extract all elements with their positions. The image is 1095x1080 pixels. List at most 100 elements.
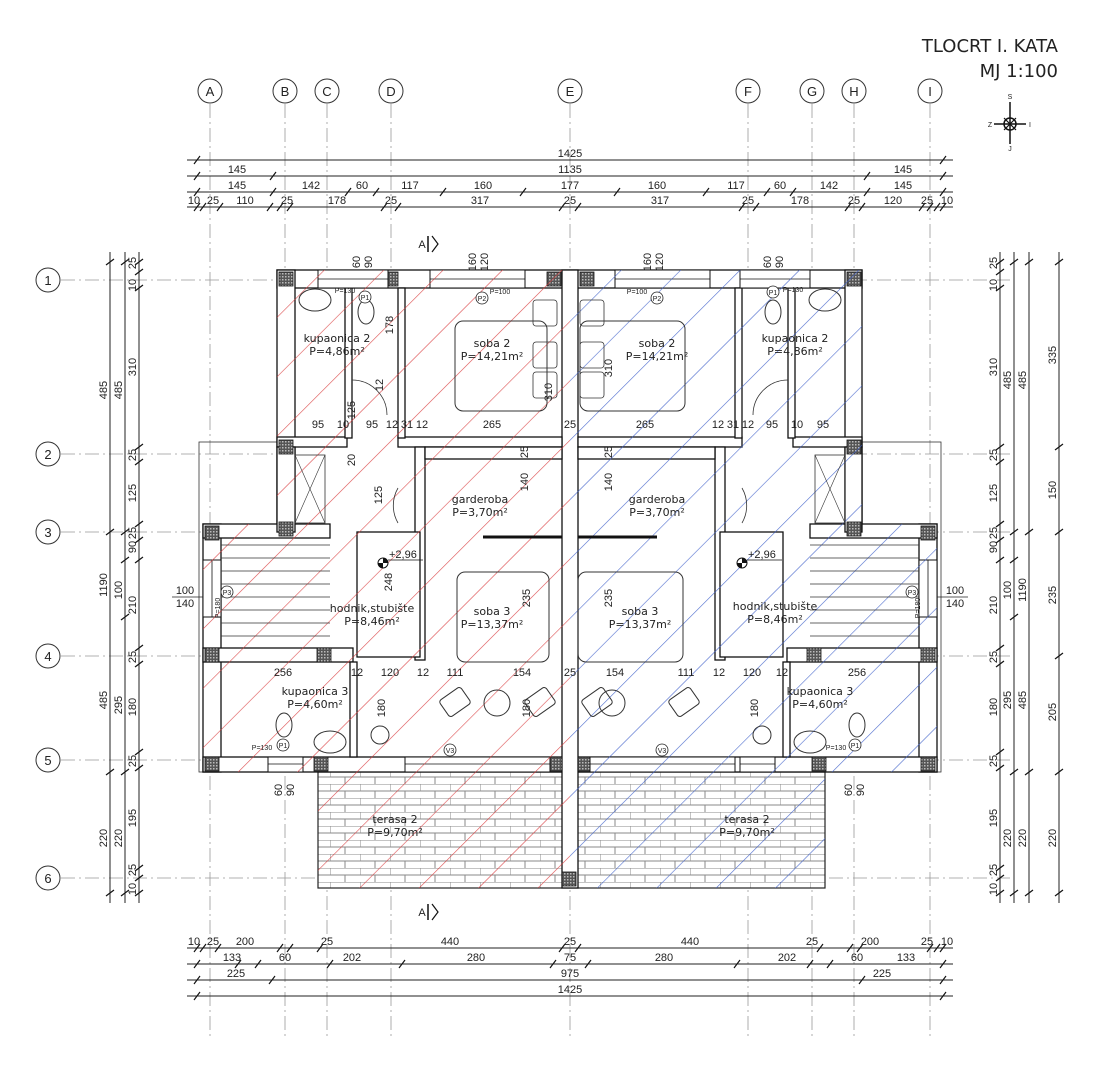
shaft-cross xyxy=(814,454,846,524)
inner-dimension-label: 25 xyxy=(564,667,576,679)
dimension-tick xyxy=(344,187,352,197)
room-area: P=4,86m² xyxy=(309,345,364,358)
dimension-tick xyxy=(269,187,277,197)
dimension-tick xyxy=(134,536,144,544)
dimension-label: 142 xyxy=(302,180,320,192)
dimension-label: 142 xyxy=(820,180,838,192)
inner-dimension-label: 31 xyxy=(727,419,739,431)
door-swing xyxy=(392,487,399,524)
dimension-tick xyxy=(193,959,201,969)
room-area: P=14,21m² xyxy=(461,350,523,363)
opening-tag: P3 xyxy=(223,590,232,597)
dimension-tick xyxy=(134,660,144,668)
inner-dimension-label: 12 xyxy=(351,667,363,679)
dimension-tick xyxy=(134,644,144,652)
dimension-label: 1135 xyxy=(558,164,582,176)
dimension-tick xyxy=(199,202,207,212)
door-swing xyxy=(741,487,748,524)
grid-bubble xyxy=(35,267,61,293)
opening-tag: P1 xyxy=(851,743,860,750)
dimension-tick xyxy=(276,202,284,212)
section-marker-label: A xyxy=(418,239,426,251)
inner-dimension-label: 25 xyxy=(603,446,615,458)
washbasin xyxy=(298,288,332,312)
dimension-tick xyxy=(846,943,854,953)
dimension-tick xyxy=(995,864,1005,872)
dimension-label: 485 xyxy=(113,381,125,399)
dimension-tick xyxy=(939,959,947,969)
dimension-tick xyxy=(1054,258,1064,266)
grid-bubble xyxy=(557,78,583,104)
dimension-tick xyxy=(134,284,144,292)
dimension-tick xyxy=(105,889,115,897)
dimension-label: 1190 xyxy=(98,573,110,597)
inner-dimension-label: 256 xyxy=(848,667,866,679)
plant xyxy=(370,725,390,745)
dimension-tick xyxy=(120,889,130,897)
dimension-label: 25 xyxy=(127,449,139,461)
grid-label-row: 3 xyxy=(44,525,51,540)
dimension-label: 25 xyxy=(127,864,139,876)
dimension-label: 25 xyxy=(988,755,1000,767)
window-size-label: 160 xyxy=(642,253,654,271)
dimension-tick xyxy=(549,959,557,969)
window-size-label: 90 xyxy=(855,784,867,796)
dimension-label: 133 xyxy=(897,952,915,964)
bed xyxy=(454,320,548,412)
inner-dimension-label: 12 xyxy=(386,419,398,431)
dimension-label: 485 xyxy=(98,381,110,399)
grid-label-row: 4 xyxy=(44,649,51,664)
dimension-tick xyxy=(995,644,1005,652)
dimension-tick xyxy=(789,187,797,197)
dimension-label: 235 xyxy=(1047,586,1059,604)
inner-dimension-label: 111 xyxy=(678,667,695,679)
dimension-label: 975 xyxy=(561,968,579,980)
dimension-tick xyxy=(134,520,144,528)
compass-east-label: I xyxy=(1029,122,1031,129)
dimension-label: 225 xyxy=(227,968,245,980)
room-name: terasa 2 xyxy=(724,813,769,826)
dimension-label: 1190 xyxy=(1017,578,1029,602)
inner-dimension-label: 10 xyxy=(791,419,803,431)
dimension-tick xyxy=(738,202,746,212)
nightstand xyxy=(532,341,558,369)
opening-tag: V3 xyxy=(658,748,667,755)
dimension-tick xyxy=(134,748,144,756)
toilet xyxy=(275,712,293,738)
dimension-label: 10 xyxy=(941,195,953,207)
opening-tag-circle xyxy=(655,743,669,757)
opening-tag: V3 xyxy=(446,748,455,755)
sill-height-label: P=130 xyxy=(335,288,356,295)
dimension-tick xyxy=(826,959,834,969)
room-name: garderoba xyxy=(629,493,686,506)
dimension-tick xyxy=(702,187,710,197)
dimension-label: 178 xyxy=(328,195,346,207)
dimension-tick xyxy=(995,458,1005,466)
grid-bubble xyxy=(35,865,61,891)
dimension-label: 60 xyxy=(356,180,368,192)
level-label: +2,96 xyxy=(748,549,776,561)
dimension-tick xyxy=(939,171,947,181)
armchair xyxy=(524,687,556,717)
inner-dimension-label: 125 xyxy=(373,486,385,504)
inner-dimension-label: 12 xyxy=(713,667,725,679)
dimension-tick xyxy=(193,171,201,181)
dimension-label: 10 xyxy=(988,279,1000,291)
dimension-label: 25 xyxy=(127,527,139,539)
grid-label-row: 5 xyxy=(44,753,51,768)
dimension-tick xyxy=(558,943,566,953)
room-area: P=14,21m² xyxy=(626,350,688,363)
window-size-label: 160 xyxy=(467,253,479,271)
inner-dimension-label: 265 xyxy=(636,419,654,431)
dimension-tick xyxy=(134,874,144,882)
dimension-tick xyxy=(1009,768,1019,776)
inner-dimension-label: 10 xyxy=(337,419,349,431)
grid-bubble xyxy=(841,78,867,104)
room-name: garderoba xyxy=(452,493,509,506)
dimension-tick xyxy=(733,959,741,969)
dimension-label: 25 xyxy=(988,651,1000,663)
dimension-tick xyxy=(926,943,934,953)
dimension-tick xyxy=(574,943,582,953)
level-label: +2,96 xyxy=(389,549,417,561)
